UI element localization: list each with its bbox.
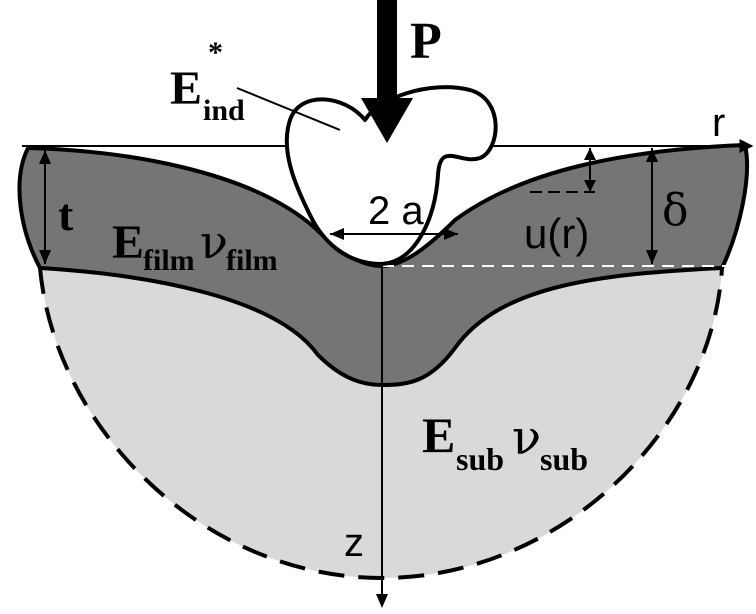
displacement-arrow-bottom	[584, 180, 596, 192]
contact-arrow-right	[444, 228, 458, 240]
z-axis-label: z	[344, 521, 364, 565]
depth-label: δ	[662, 185, 689, 236]
load-label: P	[410, 13, 442, 70]
indenter-leader-line	[236, 87, 341, 131]
z-axis-arrow	[376, 594, 388, 608]
substrate-modulus-symbol: E	[422, 407, 455, 463]
film-poisson-symbol: ν	[200, 215, 228, 269]
indenter-body	[284, 85, 498, 266]
displacement-label: u(r)	[524, 210, 589, 257]
indenter-modulus-superscript: *	[208, 36, 223, 69]
load-arrow-head	[361, 98, 413, 143]
thickness-arrow-bottom	[39, 250, 51, 264]
substrate-poisson-subscript: sub	[540, 441, 588, 477]
indenter-modulus-symbol: E	[170, 62, 202, 115]
depth-arrow-top	[646, 148, 658, 162]
film-poisson-subscript: film	[226, 244, 278, 277]
film-thickness-label: t	[58, 189, 74, 240]
film-modulus-symbol: E	[112, 216, 144, 269]
depth-arrow-bottom	[646, 250, 658, 264]
contact-radius-label: 2 a	[368, 189, 424, 233]
film-modulus-subscript: film	[143, 244, 195, 277]
indenter-modulus-subscript: ind	[203, 94, 245, 127]
r-axis-label: r	[712, 101, 725, 145]
displacement-arrow-top	[584, 148, 596, 160]
load-arrow-shaft	[377, 0, 397, 100]
thickness-arrow-top	[39, 150, 51, 164]
contact-arrow-left	[330, 228, 344, 240]
substrate-poisson-symbol: ν	[512, 410, 541, 466]
substrate-modulus-subscript: sub	[456, 441, 504, 477]
